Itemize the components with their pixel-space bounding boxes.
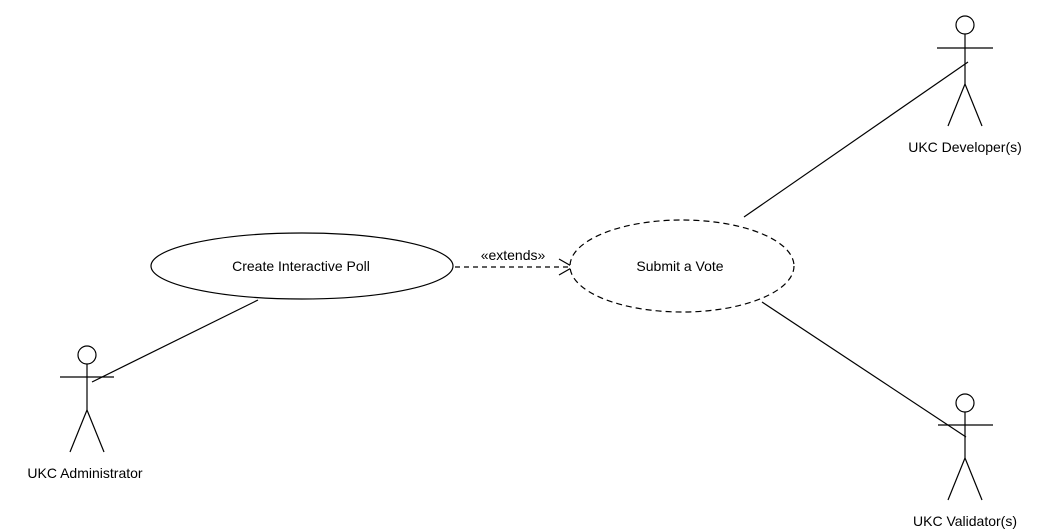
actor-admin[interactable]: UKC Administrator bbox=[27, 345, 143, 481]
actor-validator-label: UKC Validator(s) bbox=[913, 513, 1017, 529]
extend-relationship: «extends» bbox=[455, 247, 575, 276]
stick-figure-icon bbox=[937, 15, 993, 127]
actor-developer-label: UKC Developer(s) bbox=[908, 139, 1022, 155]
stick-figure-icon bbox=[938, 393, 993, 501]
use-case-create-poll-ellipse bbox=[150, 232, 454, 300]
actor-developer[interactable]: UKC Developer(s) bbox=[908, 15, 1022, 155]
use-case-submit-vote[interactable]: Submit a Vote bbox=[569, 219, 795, 313]
use-case-create-poll-label: Create Interactive Poll bbox=[232, 258, 370, 274]
association-validator-submit-vote bbox=[761, 301, 967, 438]
extend-label: «extends» bbox=[481, 247, 546, 263]
use-case-create-poll[interactable]: Create Interactive Poll bbox=[150, 232, 454, 300]
use-case-submit-vote-ellipse bbox=[569, 219, 795, 313]
actor-admin-label: UKC Administrator bbox=[27, 465, 142, 481]
use-case-submit-vote-label: Submit a Vote bbox=[636, 258, 723, 274]
association-developer-submit-vote bbox=[743, 61, 969, 218]
association-admin-create-poll bbox=[91, 299, 259, 383]
actor-validator[interactable]: UKC Validator(s) bbox=[913, 393, 1017, 529]
stick-figure-icon bbox=[60, 345, 114, 453]
